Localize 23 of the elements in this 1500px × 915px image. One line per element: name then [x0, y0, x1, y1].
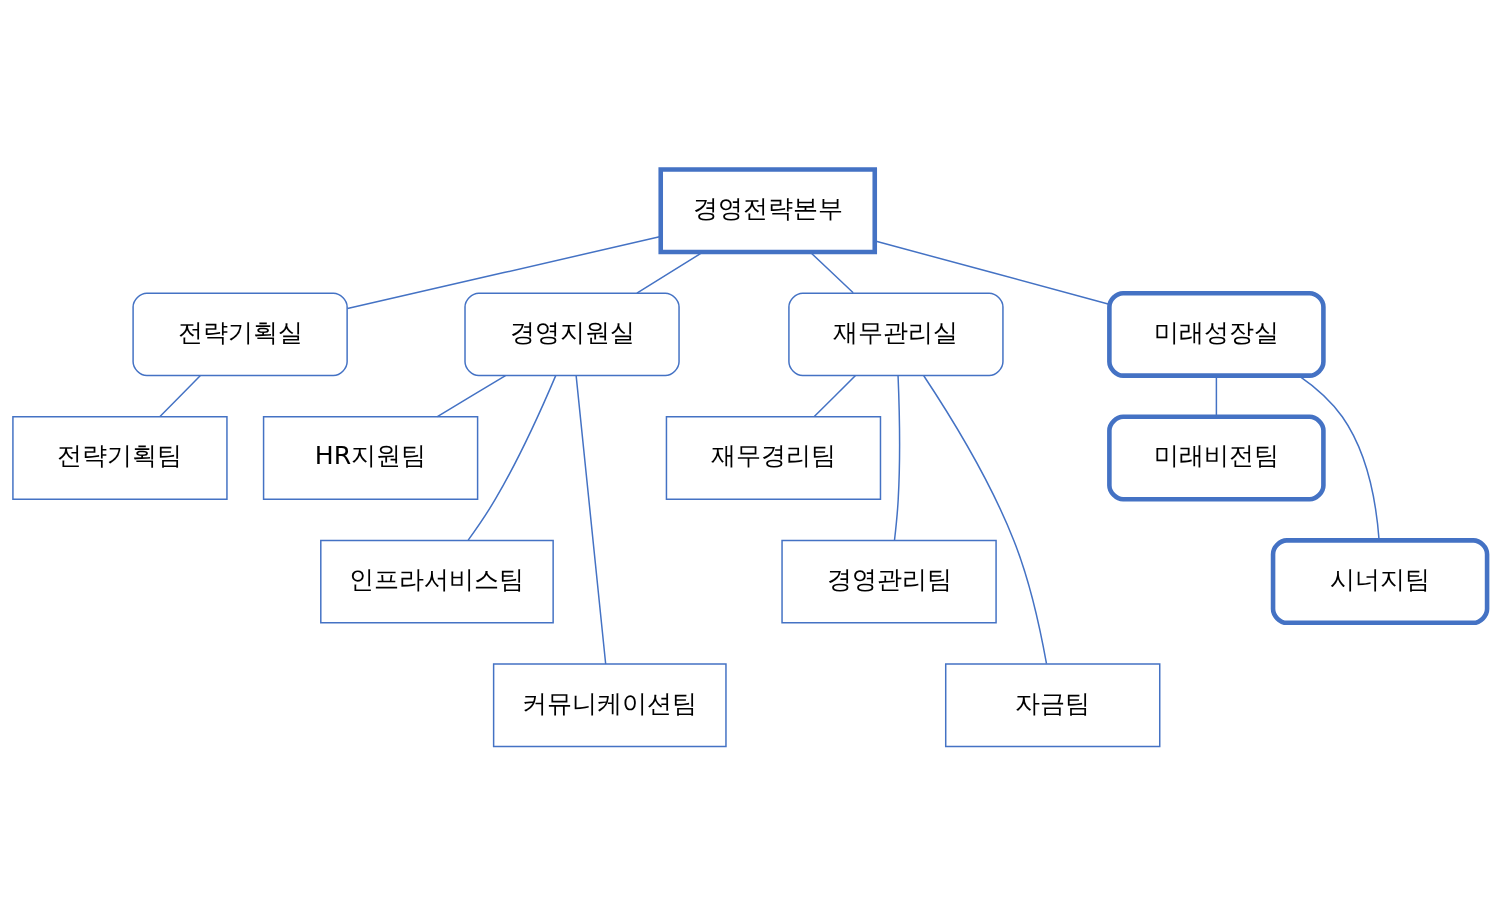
node-box: 경영전략본부	[658, 166, 878, 254]
connector	[346, 235, 662, 309]
connector	[575, 374, 607, 665]
node-box: 시너지팀	[1270, 537, 1490, 625]
node-box: 전략기획실	[132, 291, 348, 376]
node-box: 경영지원실	[464, 291, 680, 376]
connector	[874, 239, 1110, 305]
node-box: 경영관리팀	[781, 539, 997, 624]
connector	[467, 374, 557, 541]
node-box: 미래비전팀	[1107, 414, 1326, 501]
connector	[893, 374, 901, 541]
node-box: 커뮤니케이션팀	[492, 662, 727, 747]
connector	[813, 374, 857, 417]
connector	[159, 374, 202, 417]
node-box: 자금팀	[944, 662, 1161, 747]
connector	[436, 374, 507, 417]
node-box: 전략기획팀	[12, 415, 228, 500]
node-box: HR지원팀	[262, 415, 479, 500]
connector	[923, 374, 1048, 664]
node-box: 인프라서비스팀	[320, 539, 554, 624]
node-box: 미래성장실	[1107, 290, 1326, 378]
node-box: 재무관리실	[788, 291, 1004, 376]
node-box: 재무경리팀	[665, 415, 882, 500]
